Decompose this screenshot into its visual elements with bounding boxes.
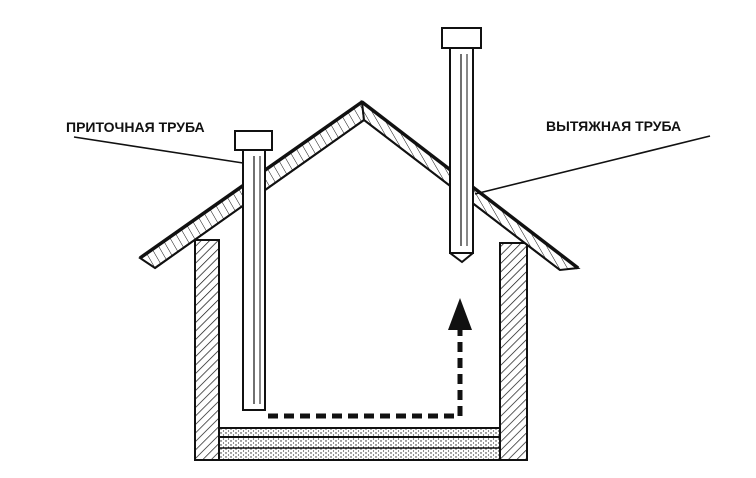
exhaust-pipe-leader (474, 135, 711, 195)
house-walls (194, 239, 528, 461)
floor (218, 427, 501, 461)
arrow-head-icon (448, 298, 472, 330)
right-wall (499, 242, 528, 461)
exhaust-pipe (441, 27, 482, 264)
supply-pipe-cap (234, 130, 273, 151)
exhaust-pipe-label: ВЫТЯЖНАЯ ТРУБА (546, 118, 681, 134)
left-wall (194, 239, 220, 461)
supply-pipe (234, 130, 273, 411)
exhaust-pipe-cap (441, 27, 482, 49)
supply-pipe-label: ПРИТОЧНАЯ ТРУБА (66, 119, 205, 135)
airflow-arrow (268, 298, 472, 419)
supply-pipe-leader (73, 136, 244, 164)
